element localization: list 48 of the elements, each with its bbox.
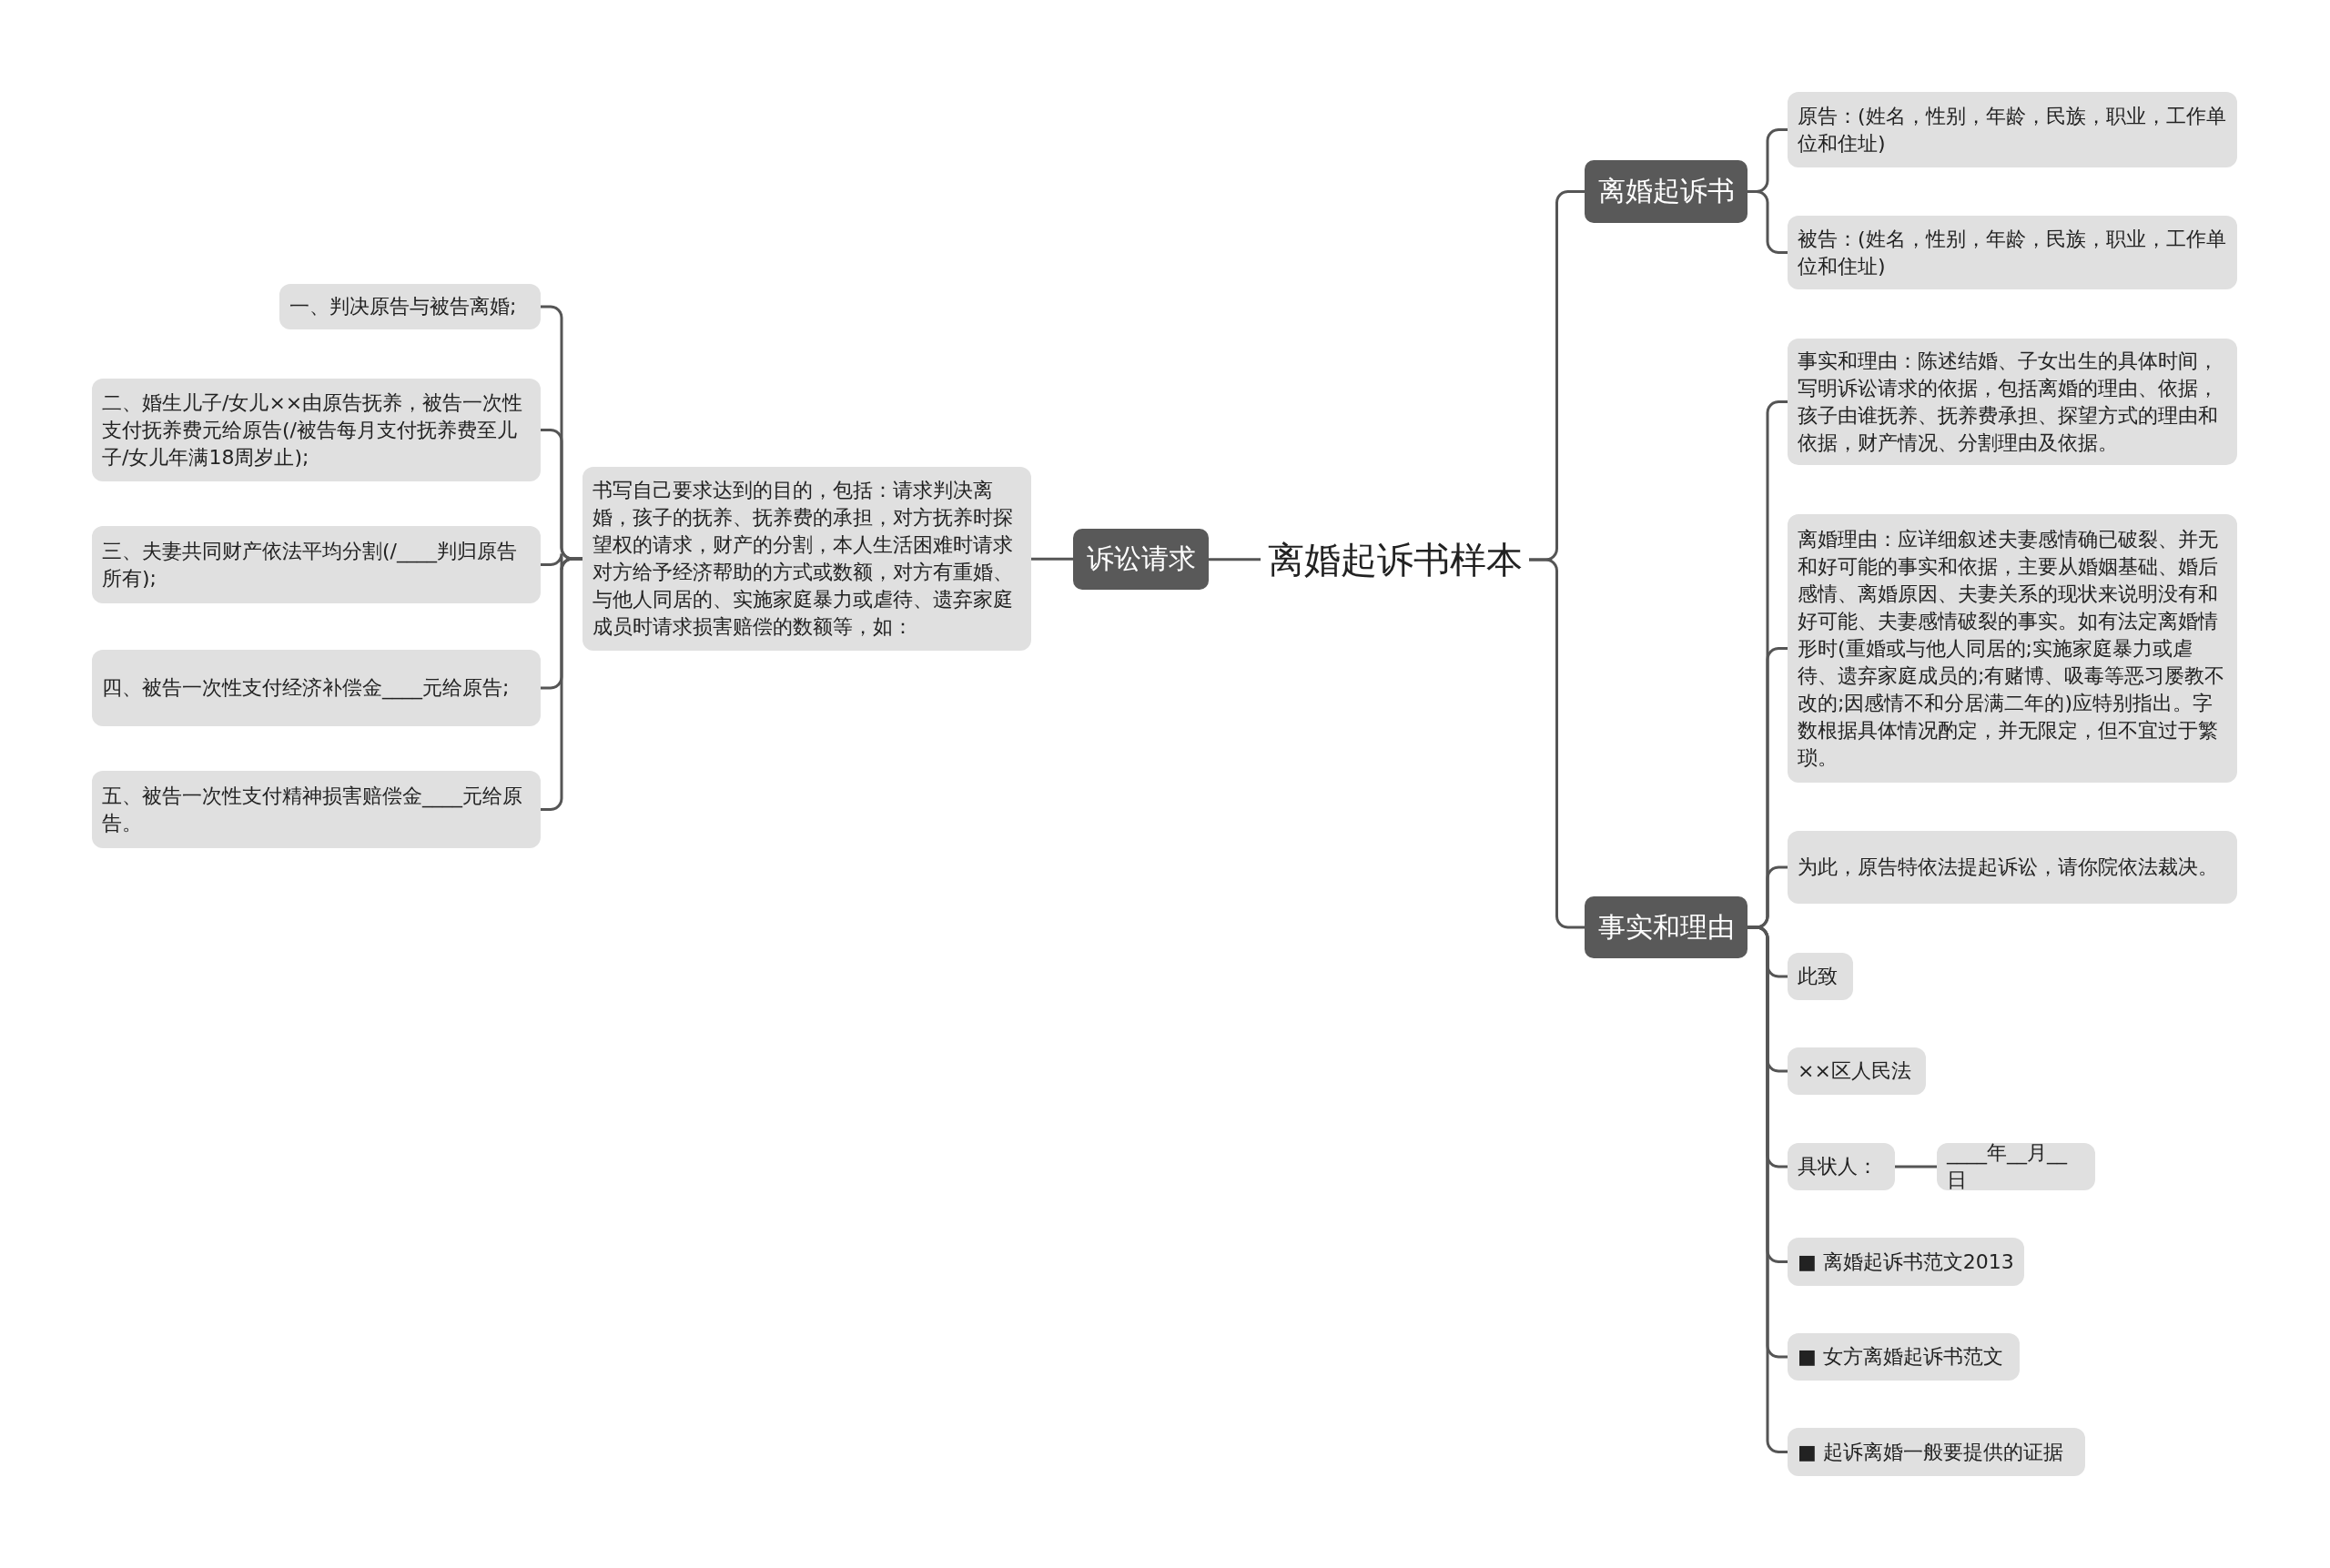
connector-line	[1895, 1165, 1937, 1168]
topic-text: ■ 起诉离婚一般要提供的证据	[1798, 1439, 2063, 1465]
topic-box	[1788, 1428, 2085, 1476]
connector-line	[1209, 558, 1261, 561]
topic-box	[1788, 1333, 2020, 1381]
connector-line	[1031, 557, 1073, 561]
topic-text: 原告：(姓名，性别，年龄，民族，职业，工作单位和住址)	[1798, 103, 2227, 157]
topic-text: 具状人：	[1798, 1154, 1878, 1179]
topic-box	[1788, 953, 1853, 1000]
topic-text: 离婚起诉书	[1597, 174, 1735, 208]
topic-text: 此致	[1798, 964, 1838, 989]
topic-text: 五、被告一次性支付精神损害赔偿金____元给原告。	[102, 783, 523, 836]
topic-box	[1788, 831, 2237, 904]
topic-text: 离婚理由：应详细叙述夫妻感情确已破裂、并无和好可能的事实和依据，主要从婚姻基础、婚后感情、离婚原因、夫妻关系的现状来说明没有和好可能、夫妻感情破裂的事实。如有法定离婚情形时(重婚或与他人同居的;实施家庭暴力或虐待、遗弃家庭成员的;有赌博、吸毒等恶习屡教不改的;因感情不和分居满二年的)应特别指出。字数根据具体情况酌定，并无限定，但不宜过于繁琐。	[1798, 526, 2226, 771]
topic-text: 一、判决原告与被告离婚;	[289, 294, 517, 319]
topic-box	[1788, 1047, 1926, 1095]
central-topic-title: 离婚起诉书样本	[1267, 537, 1523, 582]
topic-text: ____年__月__日	[1947, 1140, 2069, 1193]
topic-text: 为此，原告特依法提起诉讼，请你院依法裁决。	[1798, 855, 2218, 880]
connector-line	[1529, 558, 1585, 929]
branch-topic-box	[1585, 160, 1748, 223]
topic-text: 事实和理由	[1597, 909, 1735, 945]
topic-box	[279, 284, 541, 329]
topic-box	[92, 771, 541, 848]
topic-text: ××区人民法	[1798, 1058, 1911, 1084]
topic-box	[1788, 92, 2237, 167]
topic-box	[1788, 1238, 2024, 1286]
branch-topic-box	[1585, 896, 1748, 958]
topic-text: ■ 女方离婚起诉书范文	[1798, 1344, 2003, 1370]
branch-topic-box	[1073, 529, 1209, 590]
topic-text: 三、夫妻共同财产依法平均分割(/____判归原告所有);	[102, 538, 518, 592]
topic-text: 事实和理由：陈述结婚、子女出生的具体时间，写明诉讼请求的依据，包括离婚的理由、依据，孩子由谁抚养、抚养费承担、探望方式的理由和依据，财产情况、分割理由及依据。	[1798, 348, 2219, 456]
topic-text: 诉讼请求	[1086, 541, 1196, 576]
topic-box	[1937, 1143, 2095, 1190]
topic-text: 书写自己要求达到的目的，包括：请求判决离婚，孩子的抚养、抚养费的承担，对方抚养时探望权的请求，财产的分割，本人生活困难时请求对方给予经济帮助的方式或数额，对方有重婚、与他人同居的、实施家庭暴力或虐待、遗弃家庭成员时请求损害赔偿的数额等，如：	[593, 478, 1014, 640]
topic-box	[1788, 339, 2237, 465]
topic-box	[1788, 216, 2237, 289]
topic-text: 二、婚生儿子/女儿××由原告抚养，被告一次性支付抚养费元给原告(/被告每月支付抚养费至儿子/女儿年满18周岁止);	[102, 389, 524, 470]
topic-box	[1788, 1143, 1895, 1190]
topic-text: ■ 离婚起诉书范文2013	[1798, 1249, 2014, 1275]
topic-box	[92, 379, 541, 481]
connector-line	[541, 557, 582, 811]
topic-text: 四、被告一次性支付经济补偿金____元给原告;	[102, 675, 510, 702]
topic-box	[92, 526, 541, 603]
connector-line	[1748, 190, 1788, 254]
topic-box	[92, 650, 541, 726]
topic-text: 被告：(姓名，性别，年龄，民族，职业，工作单位和住址)	[1798, 226, 2227, 279]
topic-box	[582, 467, 1031, 651]
